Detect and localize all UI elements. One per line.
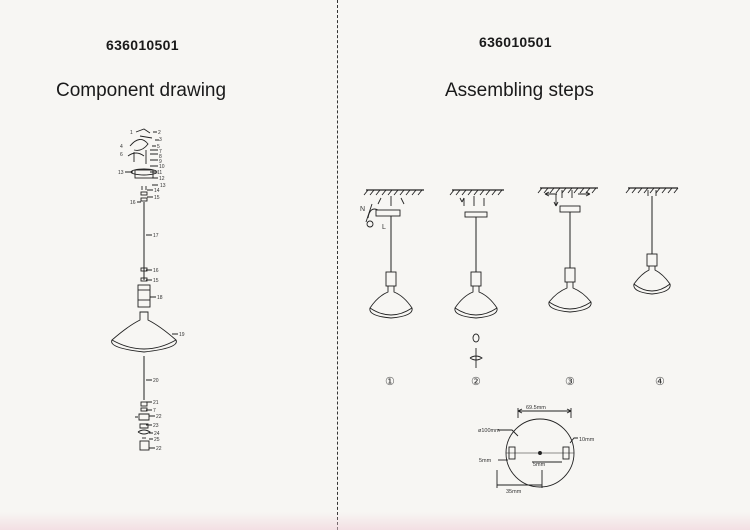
part-number-22a: 22 bbox=[156, 414, 162, 420]
assembling-steps-panel: 636010501 Assembling steps bbox=[338, 0, 750, 530]
part-number-9: 9 bbox=[159, 159, 162, 165]
part-number-20: 20 bbox=[153, 378, 159, 384]
dim-bottom: 35mm bbox=[506, 489, 522, 495]
part-number-7b: 7 bbox=[153, 408, 156, 414]
part-number-16a: 16 bbox=[130, 200, 136, 206]
part-number-14: 14 bbox=[154, 188, 160, 194]
part-number-6: 6 bbox=[120, 152, 123, 158]
part-number-12: 12 bbox=[159, 176, 165, 182]
wire-label-l: L bbox=[382, 224, 386, 231]
page-divider bbox=[337, 0, 338, 530]
step-number-4: ④ bbox=[655, 376, 665, 388]
part-number-13b: 13 bbox=[160, 183, 166, 189]
part-number-8: 8 bbox=[159, 154, 162, 160]
bottom-edge-tint bbox=[0, 512, 750, 530]
step-1-drawing bbox=[363, 189, 424, 319]
exploded-lamp-drawing bbox=[111, 128, 178, 451]
part-number-24: 24 bbox=[154, 431, 160, 437]
ceiling-plate-detail bbox=[496, 408, 578, 488]
step-number-1: ① bbox=[385, 376, 395, 388]
part-number-11: 11 bbox=[157, 170, 162, 176]
part-number-16b: 16 bbox=[153, 268, 159, 274]
part-number-13a: 13 bbox=[118, 170, 124, 176]
dim-diameter: ø100mm bbox=[478, 428, 500, 434]
part-number-23: 23 bbox=[153, 423, 159, 429]
part-number-22b: 22 bbox=[156, 446, 162, 452]
wire-label-n: N bbox=[360, 206, 365, 213]
part-number-19: 19 bbox=[179, 332, 185, 338]
dim-left-small: 5mm bbox=[479, 458, 492, 464]
step-3-drawing bbox=[537, 187, 598, 313]
assembling-steps-title: Assembling steps bbox=[445, 80, 594, 101]
component-drawing-title: Component drawing bbox=[56, 80, 227, 101]
part-number-1: 1 bbox=[130, 130, 133, 136]
step-number-2: ② bbox=[471, 376, 481, 388]
dim-mid-small: 5mm bbox=[533, 462, 546, 468]
step-number-3: ③ bbox=[565, 376, 575, 388]
dim-top: 69.5mm bbox=[526, 405, 546, 411]
part-number-17: 17 bbox=[153, 233, 159, 239]
part-number-21: 21 bbox=[153, 400, 159, 406]
step-2-drawing bbox=[449, 189, 504, 368]
model-number-left: 636010501 bbox=[106, 37, 179, 53]
part-number-15a: 15 bbox=[154, 195, 160, 201]
component-drawing-panel: 636010501 Component drawing bbox=[0, 0, 338, 530]
part-number-3: 3 bbox=[159, 137, 162, 143]
step-4-drawing bbox=[625, 187, 679, 295]
part-number-5: 5 bbox=[157, 144, 160, 150]
part-number-7: 7 bbox=[159, 149, 162, 155]
part-number-25: 25 bbox=[154, 437, 160, 443]
model-number-right: 636010501 bbox=[479, 34, 552, 50]
part-number-18: 18 bbox=[157, 295, 163, 301]
part-number-4: 4 bbox=[120, 144, 123, 150]
part-number-15b: 15 bbox=[153, 278, 159, 284]
part-number-10: 10 bbox=[159, 164, 165, 170]
part-number-2: 2 bbox=[158, 130, 161, 136]
dim-right: 10mm bbox=[579, 437, 595, 443]
